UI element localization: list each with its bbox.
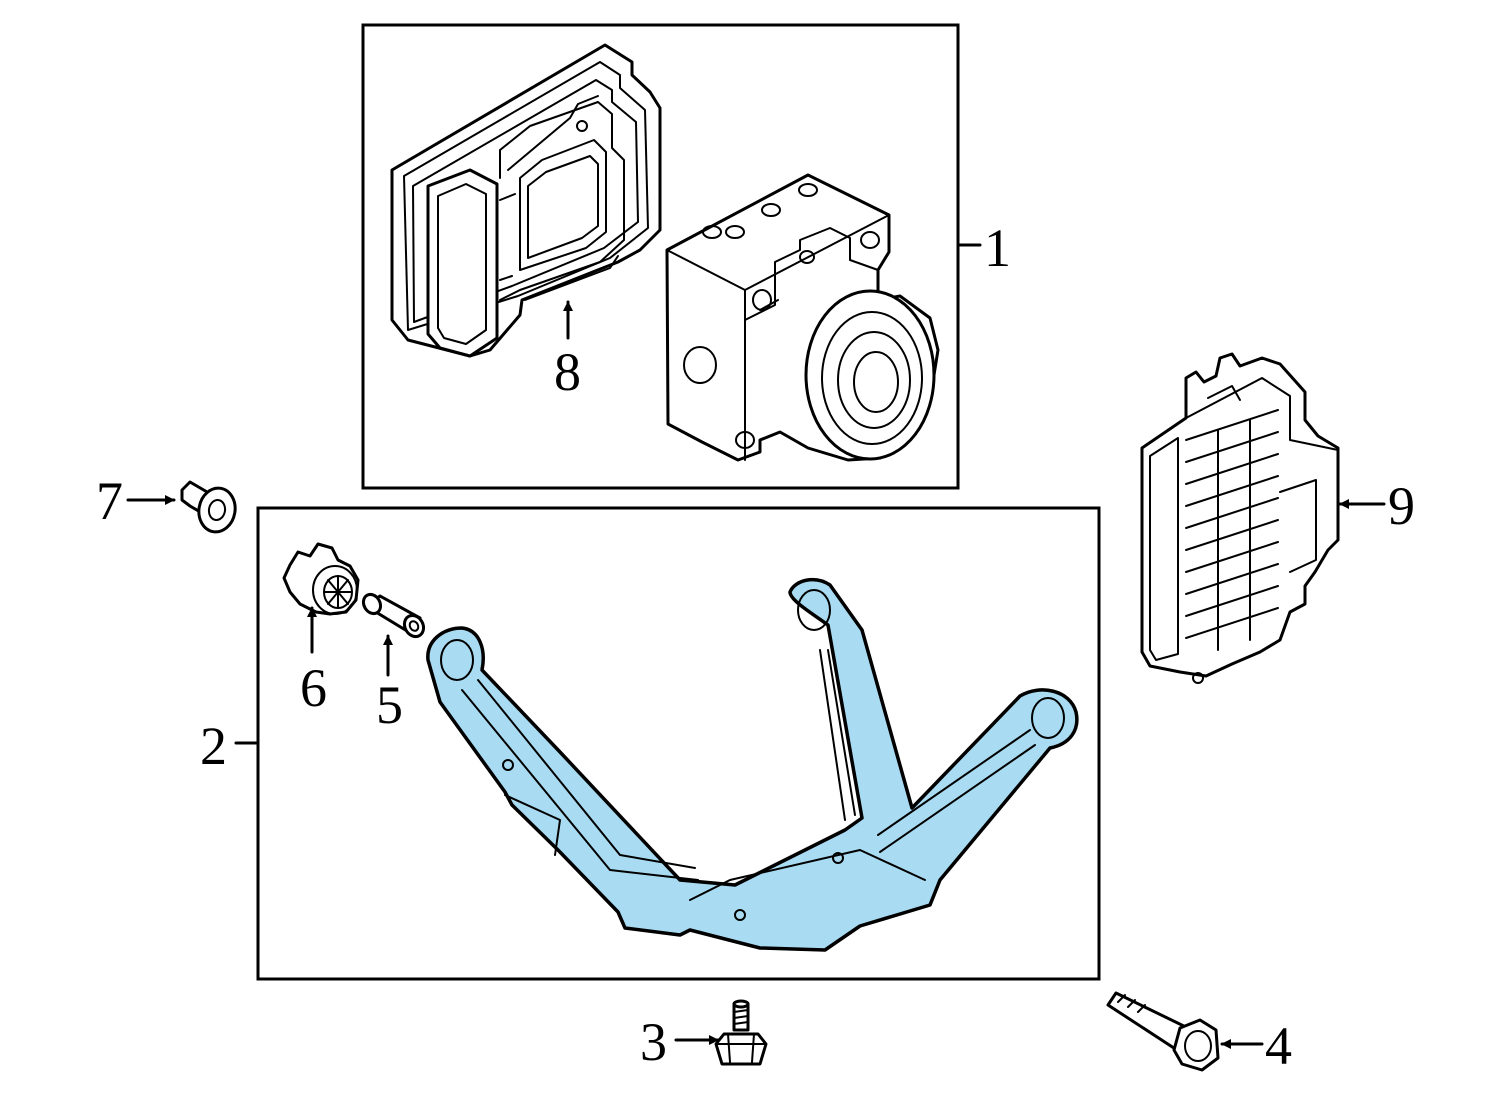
abs-hydraulic-unit[interactable] xyxy=(665,173,940,462)
assembly-box-1 xyxy=(361,23,960,490)
callout-5[interactable]: 5 xyxy=(376,675,403,735)
callout-9[interactable]: 9 xyxy=(1388,476,1415,536)
callout-8[interactable]: 8 xyxy=(554,342,581,402)
bolt-part-3[interactable] xyxy=(714,999,768,1066)
callout-7[interactable]: 7 xyxy=(96,471,123,531)
abs-mounting-bracket[interactable] xyxy=(426,577,1079,952)
sleeve-part-5[interactable] xyxy=(360,591,427,640)
pin-part-7[interactable] xyxy=(180,480,239,535)
control-module-part-9[interactable] xyxy=(1140,352,1340,684)
grommet-part-6[interactable] xyxy=(282,542,360,616)
callout-3[interactable]: 3 xyxy=(640,1012,667,1072)
callout-6[interactable]: 6 xyxy=(300,658,327,718)
callout-4[interactable]: 4 xyxy=(1265,1016,1292,1076)
abs-control-module[interactable] xyxy=(390,43,662,358)
bolt-part-4[interactable] xyxy=(1106,991,1220,1072)
callout-1[interactable]: 1 xyxy=(984,218,1011,278)
callout-2[interactable]: 2 xyxy=(200,716,227,776)
